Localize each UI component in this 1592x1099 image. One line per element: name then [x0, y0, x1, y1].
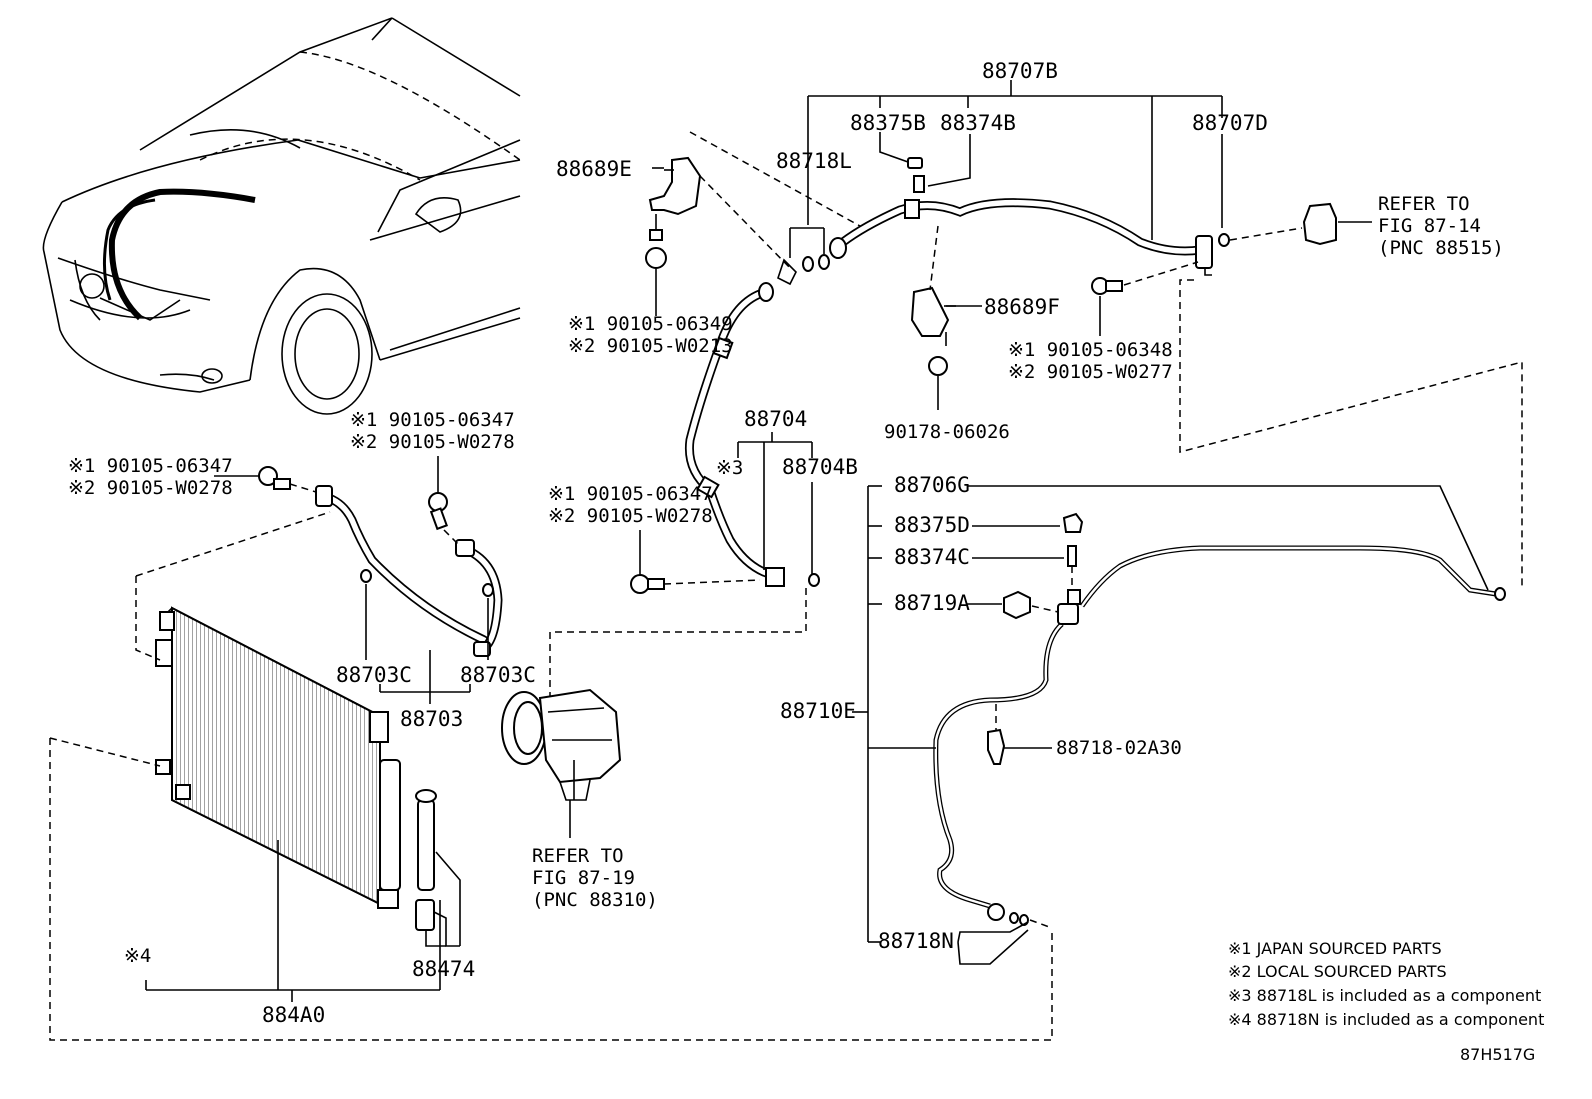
label-88689e: 88689E	[556, 157, 632, 181]
label-bolt-5b: ※2 90105-W0278	[548, 505, 713, 527]
label-88719a: 88719A	[894, 591, 970, 615]
label-88704b: 88704B	[782, 455, 858, 479]
hose-88704	[684, 258, 797, 587]
label-88374c: 88374C	[894, 545, 970, 569]
callout-88710e	[852, 485, 1489, 965]
notes: ※1 JAPAN SOURCED PARTS ※2 LOCAL SOURCED …	[1228, 939, 1544, 1029]
label-refer-a-3: (PNC 88515)	[1378, 237, 1504, 259]
pipe-88707b	[829, 198, 1213, 276]
valve-core-88374c	[1067, 545, 1077, 590]
label-refer-b-1: REFER TO	[532, 845, 624, 867]
bolt-88703-left	[214, 466, 317, 493]
bolt-88704	[549, 530, 807, 700]
note-1: ※1 JAPAN SOURCED PARTS	[1228, 939, 1442, 958]
pipe-88710e	[933, 589, 1081, 926]
valve-cap-88375d	[1062, 512, 1084, 533]
label-88718l: 88718L	[776, 149, 852, 173]
bolt-90105-06348	[1091, 261, 1199, 336]
note-4: ※4 88718N is included as a component	[1228, 1010, 1544, 1029]
hose-88703	[315, 485, 503, 657]
refer-fig-87-14-part	[1179, 202, 1523, 590]
label-88704: 88704	[744, 407, 807, 431]
label-88706g: 88706G	[894, 473, 970, 497]
label-88374b: 88374B	[940, 111, 1016, 135]
o-ring-88718l	[789, 227, 830, 272]
label-88718n: 88718N	[878, 929, 954, 953]
note-3: ※3 88718L is included as a component	[1228, 986, 1541, 1005]
bolt-88703-right	[428, 456, 461, 547]
clamp-88689f	[910, 225, 982, 410]
note-2: ※2 LOCAL SOURCED PARTS	[1228, 962, 1447, 981]
label-88703c-left: 88703C	[336, 663, 412, 687]
labels: 88707B 88375B 88374B 88707D 88689E 88718…	[68, 59, 1504, 1027]
label-bolt-2a: ※1 90105-06348	[1008, 339, 1173, 361]
label-88375b: 88375B	[850, 111, 926, 135]
label-90178-06026: 90178-06026	[884, 421, 1010, 443]
label-note-3-marker: ※3	[716, 457, 743, 479]
label-refer-b-2: FIG 87-19	[532, 867, 635, 889]
valve-core-88374b	[913, 134, 971, 193]
label-88474: 88474	[412, 957, 475, 981]
label-bolt-5a: ※1 90105-06347	[548, 483, 713, 505]
label-bolt-4b: ※2 90105-W0278	[68, 477, 233, 499]
compressor	[501, 688, 622, 838]
callout-88703	[365, 584, 489, 704]
car-illustration	[42, 17, 521, 415]
label-bolt-2b: ※2 90105-W0277	[1008, 361, 1173, 383]
pipe-88706g	[1079, 545, 1506, 608]
label-88710e: 88710E	[780, 699, 856, 723]
pressure-switch-88719a	[1003, 590, 1059, 620]
label-bolt-4a: ※1 90105-06347	[68, 455, 233, 477]
clamp-88689e	[645, 156, 702, 316]
receiver-88474	[379, 759, 461, 947]
label-bolt-3a: ※1 90105-06347	[350, 409, 515, 431]
clamp-88718-02a30	[987, 704, 1052, 765]
label-bolt-1a: ※1 90105-06349	[568, 313, 733, 335]
label-bolt-3b: ※2 90105-W0278	[350, 431, 515, 453]
label-884a0: 884A0	[262, 1003, 325, 1027]
callout-88704	[737, 432, 820, 587]
callout-884a0	[145, 840, 441, 1002]
callout-88707b	[807, 80, 1230, 247]
label-88689f: 88689F	[984, 295, 1060, 319]
label-refer-b-3: (PNC 88310)	[532, 889, 658, 911]
label-88707d: 88707D	[1192, 111, 1268, 135]
label-88703: 88703	[400, 707, 463, 731]
label-88375d: 88375D	[894, 513, 970, 537]
condenser-884a0	[155, 606, 399, 909]
label-refer-a-2: FIG 87-14	[1378, 215, 1481, 237]
label-refer-a-1: REFER TO	[1378, 193, 1470, 215]
label-88718-02a30: 88718-02A30	[1056, 737, 1182, 759]
label-note-4-marker: ※4	[124, 945, 151, 967]
label-88703c-right: 88703C	[460, 663, 536, 687]
label-bolt-1b: ※2 90105-W0213	[568, 335, 733, 357]
figure-code: 87H517G	[1460, 1045, 1535, 1064]
valve-cap-88375b	[879, 132, 923, 169]
label-88707b: 88707B	[982, 59, 1058, 83]
